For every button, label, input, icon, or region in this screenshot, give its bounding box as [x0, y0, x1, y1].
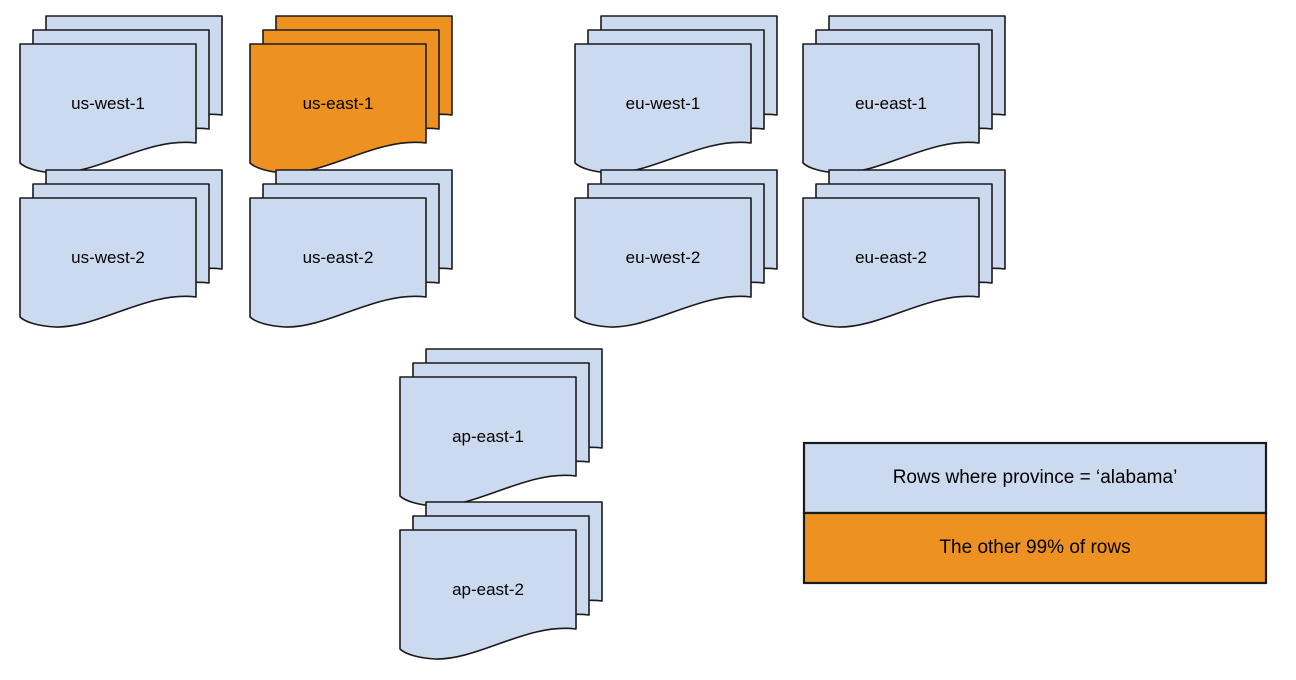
document-page-front: [19, 197, 197, 328]
document-page-front: [399, 529, 577, 660]
document-stack-eu-west-1[interactable]: eu-west-1: [574, 15, 778, 174]
document-page-front: [249, 197, 427, 328]
document-page-front: [802, 43, 980, 174]
document-page-front: [574, 197, 752, 328]
document-page-front: [19, 43, 197, 174]
document-stack-us-east-2[interactable]: us-east-2: [249, 169, 453, 328]
document-stack-us-west-2[interactable]: us-west-2: [19, 169, 223, 328]
document-stack-eu-west-2[interactable]: eu-west-2: [574, 169, 778, 328]
document-stack-us-east-1[interactable]: us-east-1: [249, 15, 453, 174]
legend-row-legend-orange: The other 99% of rows: [802, 511, 1268, 585]
document-page-front: [802, 197, 980, 328]
document-page-front: [574, 43, 752, 174]
legend-group: Rows where province = ‘alabama’The other…: [802, 441, 1268, 585]
document-page-front: [399, 376, 577, 507]
legend-swatch: [802, 441, 1268, 515]
document-page-front: [249, 43, 427, 174]
legend-row-legend-blue: Rows where province = ‘alabama’: [802, 441, 1268, 515]
document-stack-ap-east-1[interactable]: ap-east-1: [399, 348, 603, 507]
document-stack-eu-east-1[interactable]: eu-east-1: [802, 15, 1006, 174]
document-stack-eu-east-2[interactable]: eu-east-2: [802, 169, 1006, 328]
document-stack-ap-east-2[interactable]: ap-east-2: [399, 501, 603, 660]
legend-swatch: [802, 511, 1268, 585]
document-stack-us-west-1[interactable]: us-west-1: [19, 15, 223, 174]
